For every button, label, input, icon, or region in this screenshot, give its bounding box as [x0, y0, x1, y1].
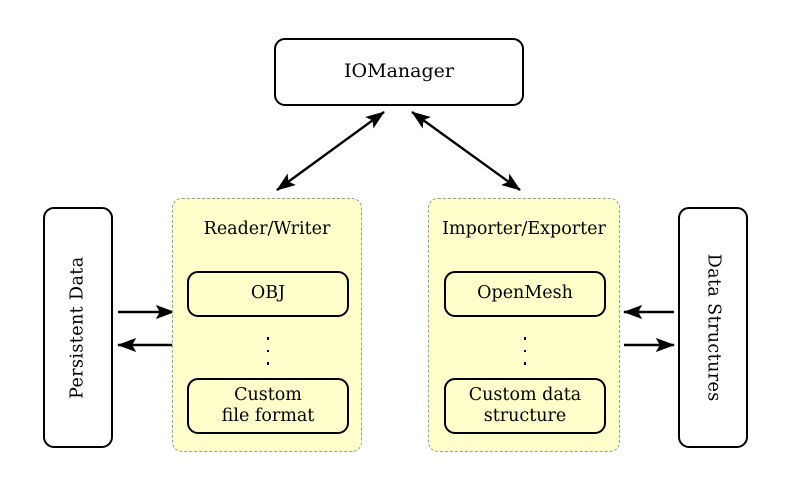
- ellipsis-dot: [523, 362, 527, 365]
- openmesh-label: OpenMesh: [477, 283, 573, 304]
- obj-label: OBJ: [250, 283, 286, 304]
- ellipsis-dot: [266, 337, 270, 340]
- node-openmesh[interactable]: OpenMesh: [444, 271, 606, 317]
- data-structures-label: Data Structures: [703, 253, 724, 402]
- node-data-structures[interactable]: Data Structures: [678, 207, 748, 448]
- connector-manager-importerexporter: [411, 111, 521, 191]
- ellipsis-dot: [523, 337, 527, 340]
- node-iomanager[interactable]: IOManager: [274, 38, 524, 106]
- panel-reader-writer-title: Reader/Writer: [203, 219, 331, 239]
- custom-data-structure-line2: structure: [483, 406, 567, 426]
- connector-manager-readerwriter: [276, 111, 385, 191]
- node-obj[interactable]: OBJ: [187, 271, 349, 317]
- node-persistent-data[interactable]: Persistent Data: [43, 207, 113, 448]
- ellipsis-dot: [266, 362, 270, 365]
- panel-reader-writer[interactable]: Reader/Writer OBJ Custom file format: [172, 198, 362, 452]
- node-custom-file-format[interactable]: Custom file format: [187, 378, 349, 434]
- node-custom-data-structure[interactable]: Custom data structure: [444, 378, 606, 434]
- panel-importer-exporter-title: Importer/Exporter: [442, 219, 606, 239]
- custom-file-format-line1: Custom: [234, 384, 302, 405]
- ellipsis-dot: [523, 349, 527, 353]
- custom-data-structure-line1: Custom data: [468, 384, 582, 405]
- panel-importer-exporter[interactable]: Importer/Exporter OpenMesh Custom data s…: [428, 198, 620, 452]
- iomanager-label: IOManager: [344, 60, 454, 83]
- ellipsis-dot: [266, 349, 270, 353]
- ellipsis-importer-exporter: [523, 337, 527, 365]
- persistent-data-label: Persistent Data: [67, 256, 88, 399]
- ellipsis-reader-writer: [266, 337, 270, 365]
- custom-file-format-line2: file format: [221, 406, 315, 426]
